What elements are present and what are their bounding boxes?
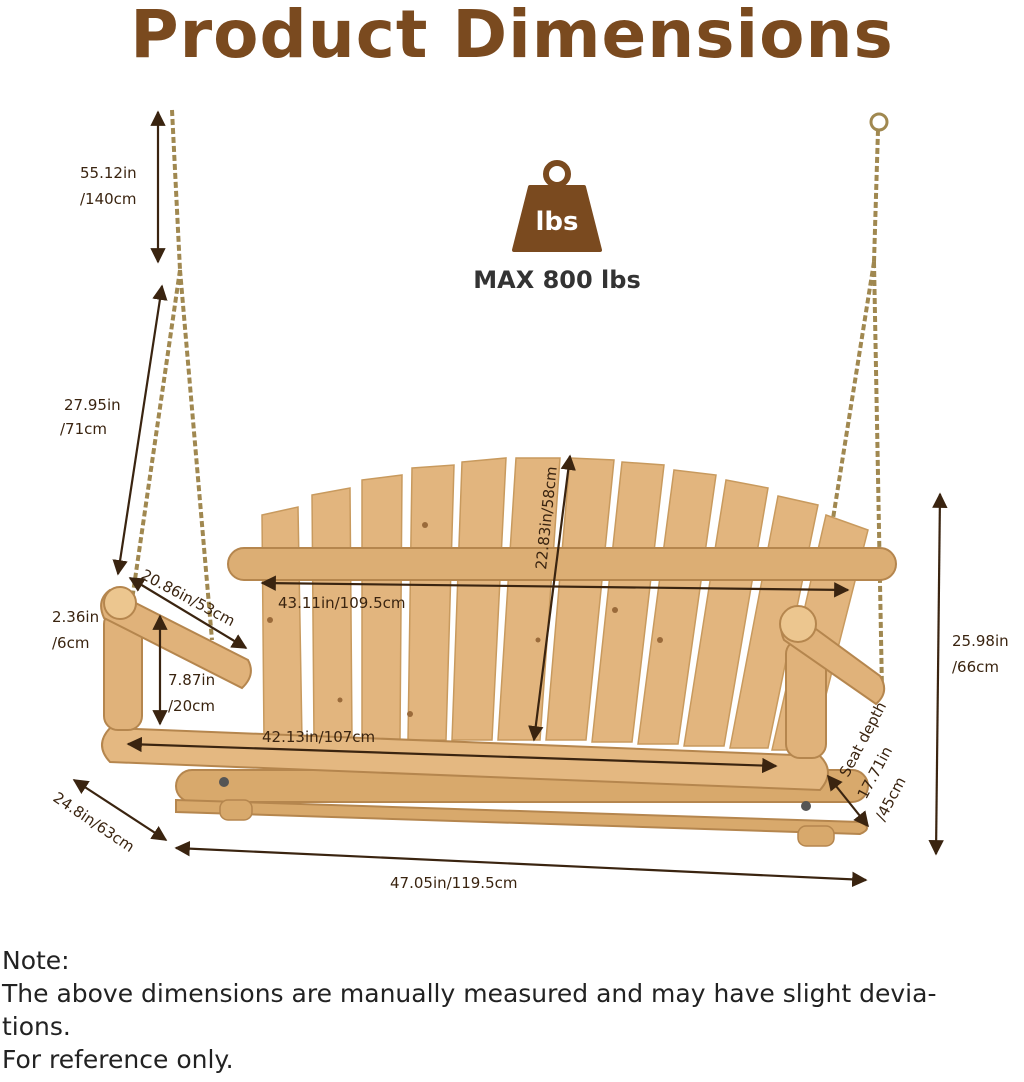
backrest-rail	[227, 547, 897, 581]
armrest-thickness-in-label: 2.36in	[52, 608, 99, 626]
overall-depth-label: 24.8in/63cm	[50, 788, 138, 856]
overall-width-label: 47.05in/119.5cm	[390, 874, 517, 892]
note-line-2: tions.	[2, 1012, 71, 1041]
seat-width-arrow	[126, 736, 778, 774]
right-armrest-end	[779, 605, 817, 643]
armrest-thickness-cm-label: /6cm	[52, 634, 89, 652]
overall-width-arrow	[174, 840, 868, 888]
note-line-3: For reference only.	[2, 1045, 234, 1074]
max-weight-label: MAX 800 lbs	[473, 266, 640, 294]
right-chain	[818, 112, 889, 691]
note-line-1: The above dimensions are manually measur…	[2, 979, 937, 1008]
note-block: Note: The above dimensions are manually …	[2, 944, 1012, 1076]
note-heading: Note:	[2, 946, 70, 975]
leg-foot	[797, 825, 835, 847]
seat-base-log	[175, 798, 868, 836]
bolt	[219, 777, 229, 787]
chain-length-in-label: 55.12in	[80, 164, 137, 182]
side-chain-in-label: 27.95in	[64, 396, 121, 414]
page-title: Product Dimensions	[130, 0, 894, 73]
total-height-arrow	[928, 492, 948, 856]
chain-length-cm-label: /140cm	[80, 190, 137, 208]
backrest-height-arrow	[528, 454, 576, 742]
backrest-width-arrow	[260, 575, 850, 598]
bolt	[801, 801, 811, 811]
total-height-cm-label: /66cm	[952, 658, 999, 676]
backrest-width-label: 43.11in/109.5cm	[278, 594, 405, 612]
seat-depth-arrow	[827, 774, 869, 828]
armrest-length-arrow	[128, 577, 248, 649]
overall-depth-arrow	[72, 779, 168, 841]
armrest-height-in-label: 7.87in	[168, 671, 215, 689]
side-chain-cm-label: /71cm	[60, 420, 107, 438]
total-height-in-label: 25.98in	[952, 632, 1009, 650]
armrest-height-cm-label: /20cm	[168, 697, 215, 715]
left-armrest-end	[103, 586, 137, 620]
side-chain-arrow	[112, 284, 168, 576]
weight-icon-text: lbs	[536, 207, 579, 237]
weight-icon: lbs	[512, 160, 602, 252]
left-chain	[130, 109, 214, 641]
seat-width-label: 42.13in/107cm	[262, 728, 375, 746]
leg-foot	[219, 799, 253, 821]
